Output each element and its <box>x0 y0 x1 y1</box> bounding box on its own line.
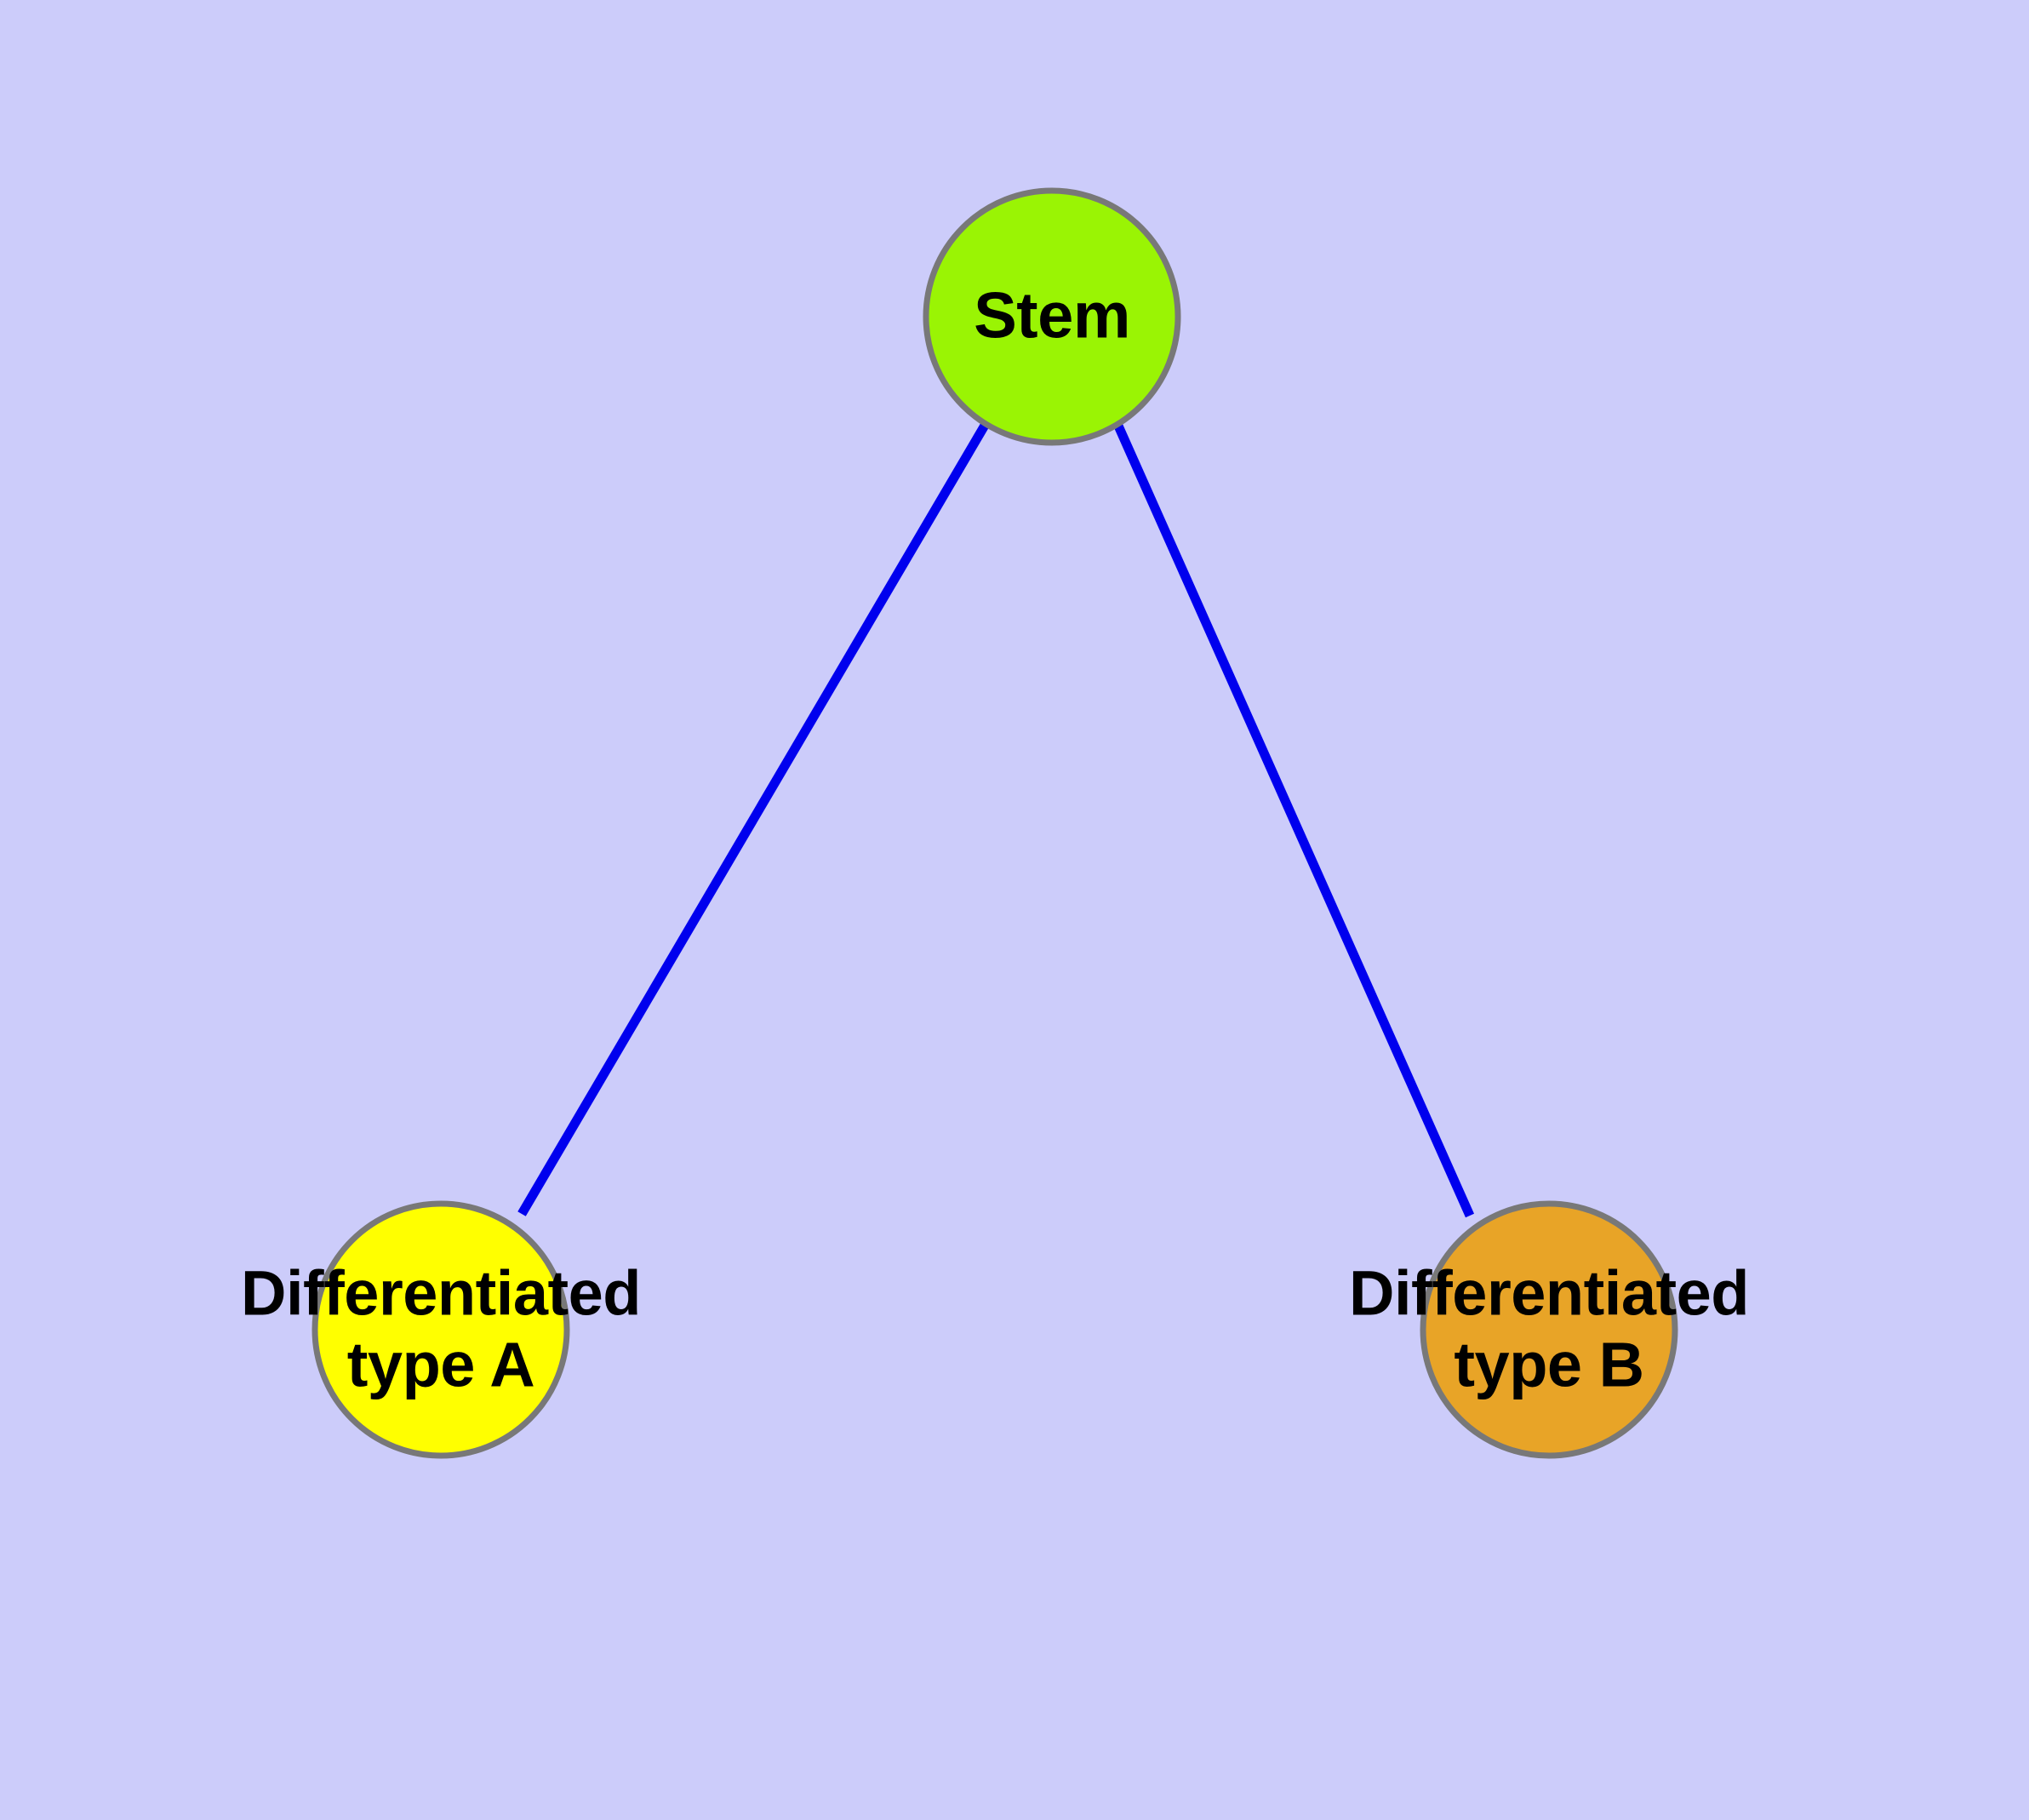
node-circle-stem[interactable] <box>923 187 1181 446</box>
edge-layer <box>517 421 1475 1218</box>
node-circle-diff-type-b[interactable] <box>1420 1200 1678 1459</box>
edge-stem-to-type-a <box>517 421 990 1216</box>
node-circle-diff-type-a[interactable] <box>311 1200 570 1459</box>
node-layer <box>311 187 1678 1459</box>
edge-stem-to-type-b <box>1112 421 1475 1218</box>
